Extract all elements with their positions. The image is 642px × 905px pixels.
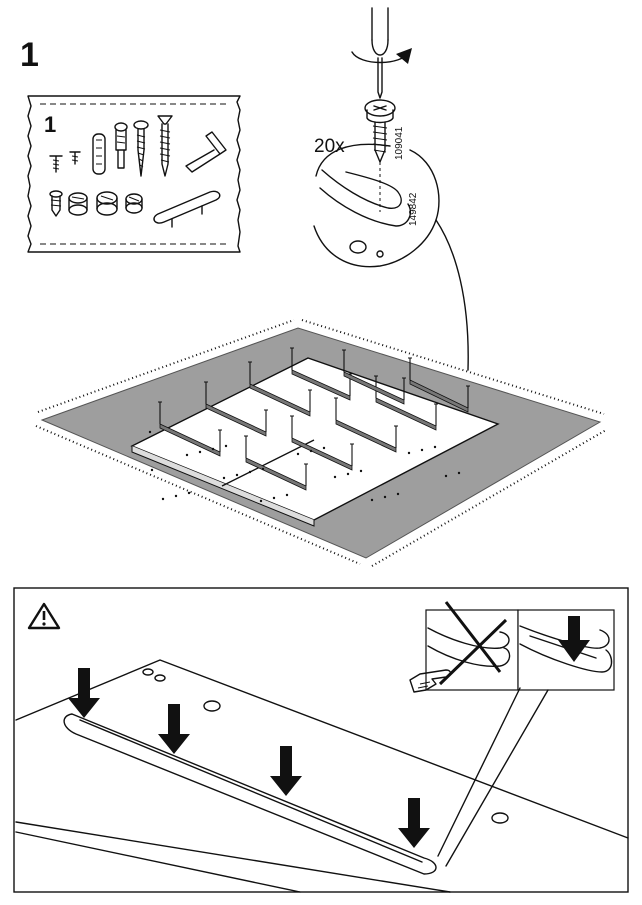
- handle-icon: [153, 190, 221, 228]
- panel-hole: [346, 472, 350, 476]
- wood-screw-icon: [350, 443, 354, 466]
- pointing-hand-icon: [409, 669, 452, 693]
- wood-screw-icon: [364, 99, 396, 212]
- small-screw-icon: [69, 151, 81, 165]
- panel-hole: [224, 444, 228, 448]
- hardware-bag: 1: [27, 95, 241, 253]
- panel-hole: [333, 475, 337, 479]
- panel-hole: [359, 469, 363, 473]
- panel-hole: [309, 449, 313, 453]
- wood-screw-icon: [248, 361, 252, 384]
- panel-hole: [457, 471, 461, 475]
- rail-strip: [249, 383, 311, 417]
- panel-hole: [407, 451, 411, 455]
- cam-lock-icon: [68, 192, 88, 216]
- wood-screw-icon: [218, 429, 222, 452]
- panel-hole: [161, 497, 165, 501]
- wood-screw-icon: [204, 381, 208, 404]
- panel-hole: [444, 474, 448, 478]
- cabinet-panel: [130, 357, 500, 527]
- wood-screw-icon: [244, 435, 248, 458]
- quantity-label: 20x: [314, 136, 345, 157]
- wood-screw-icon: [394, 425, 398, 448]
- panel-hole: [211, 447, 215, 451]
- screw-field: [148, 347, 470, 503]
- wood-screw-icon: [290, 347, 294, 370]
- press-arrow-icon: [398, 798, 430, 848]
- wood-screw-icon: [402, 377, 406, 400]
- panel-hole: [148, 430, 152, 434]
- panel-hole: [174, 494, 178, 498]
- cam-lock-icon: [125, 193, 143, 214]
- rail-strip: [291, 437, 353, 471]
- panel-hole: [235, 473, 239, 477]
- incorrect-method-inset: [409, 601, 519, 693]
- wooden-dowel-icon: [92, 133, 106, 175]
- panel-hole: [261, 467, 265, 471]
- panel-hole: [322, 446, 326, 450]
- allen-key-icon: [185, 131, 227, 173]
- panel-hole: [370, 498, 374, 502]
- panel-hole: [185, 453, 189, 457]
- correct-method-inset: [517, 609, 615, 691]
- short-screw-icon: [49, 190, 63, 217]
- panel-hole: [150, 468, 154, 472]
- panel-hole: [396, 492, 400, 496]
- part-code-label: 109041: [394, 126, 405, 160]
- wood-screw-icon: [264, 409, 268, 432]
- step-number: 1: [20, 36, 39, 74]
- rail-strip: [205, 403, 267, 437]
- wood-screw-icon: [308, 389, 312, 412]
- long-screw-icon: [133, 120, 149, 177]
- rail-strip: [159, 423, 221, 457]
- wood-screw-icon: [304, 463, 308, 486]
- warning-triangle-icon: [27, 602, 61, 630]
- panel-hole: [285, 493, 289, 497]
- wood-screw-icon: [290, 415, 294, 438]
- panel-hole: [420, 448, 424, 452]
- rail-strip: [343, 371, 405, 405]
- screwdriver-icon: [351, 7, 412, 99]
- panel-hole: [383, 495, 387, 499]
- wood-screw-icon: [334, 397, 338, 420]
- rail-strip: [335, 419, 397, 453]
- panel-hole: [272, 496, 276, 500]
- rail-strip: [245, 457, 307, 491]
- cam-lock-icon: [96, 191, 118, 216]
- press-arrow-icon: [270, 746, 302, 796]
- press-arrow-icon: [68, 668, 100, 718]
- panel-hole: [187, 491, 191, 495]
- panel-hole: [259, 499, 263, 503]
- detail-magnifier: [313, 143, 469, 371]
- wood-screw-icon: [158, 401, 162, 424]
- wood-screw-icon: [157, 115, 173, 177]
- part-code-label: 149842: [408, 192, 419, 226]
- panel-hole: [296, 452, 300, 456]
- cam-bolt-icon: [114, 122, 128, 169]
- panel-hole: [248, 470, 252, 474]
- small-screw-icon: [49, 155, 63, 173]
- wood-screw-icon: [408, 357, 412, 380]
- bag-label: 1: [44, 112, 56, 137]
- panel-hole: [222, 476, 226, 480]
- press-arrow-icon: [158, 704, 190, 754]
- rail-strip: [291, 369, 351, 401]
- rail-strip: [63, 713, 437, 875]
- panel-hole: [433, 445, 437, 449]
- wood-screw-icon: [434, 403, 438, 426]
- wood-screw-icon: [466, 385, 470, 408]
- panel-hole: [198, 450, 202, 454]
- wood-screw-icon: [342, 349, 346, 372]
- rail-strip: [409, 379, 469, 413]
- rail-strip: [375, 397, 437, 431]
- shelf-board: [15, 659, 629, 893]
